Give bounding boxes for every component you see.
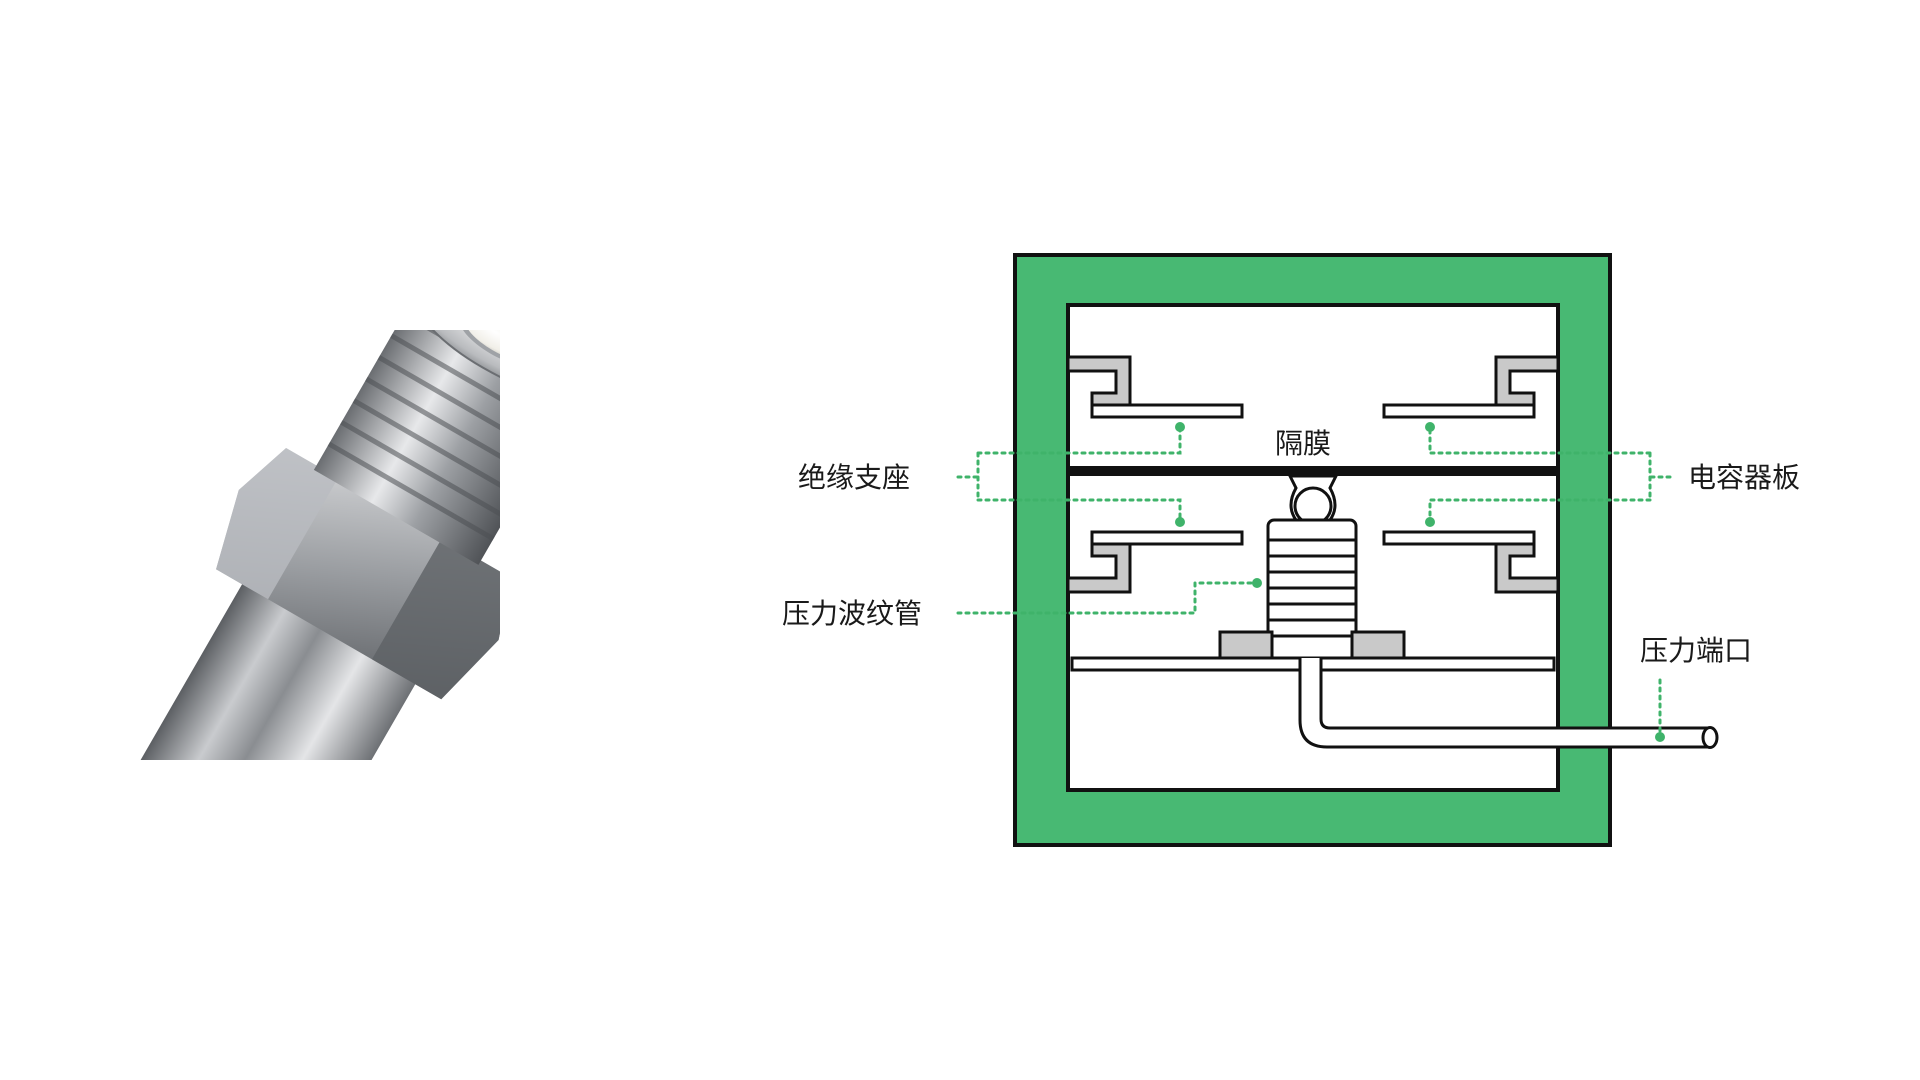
label-pressure-bellows: 压力波纹管 bbox=[782, 597, 922, 630]
insulating-support-top-right bbox=[1494, 355, 1560, 407]
label-diaphragm: 隔膜 bbox=[1275, 427, 1331, 460]
leader-capacitor-plate bbox=[1428, 428, 1672, 522]
capacitor-plate-bottom-right bbox=[1382, 530, 1536, 546]
capacitor-plate-bottom-left bbox=[1090, 530, 1244, 546]
capacitor-plate-top-left bbox=[1090, 403, 1244, 419]
insulating-support-top-left bbox=[1066, 355, 1132, 407]
diaphragm bbox=[1068, 466, 1558, 476]
capacitor-plate-top-right bbox=[1382, 403, 1536, 419]
sensor-cross-section-diagram: 绝缘支座 压力波纹管 隔膜 电容器板 压力端口 bbox=[782, 253, 1800, 847]
insulating-support-bottom-left bbox=[1066, 542, 1132, 594]
leader-pressure-bellows bbox=[956, 581, 1254, 615]
insulating-support-bottom-right bbox=[1494, 542, 1560, 594]
label-pressure-port: 压力端口 bbox=[1640, 634, 1752, 667]
leader-insulating-support bbox=[956, 428, 1182, 522]
label-insulating-support: 绝缘支座 bbox=[798, 461, 910, 494]
pressure-sensor-fitting-icon bbox=[132, 330, 500, 760]
label-capacitor-plate: 电容器板 bbox=[1688, 461, 1800, 494]
